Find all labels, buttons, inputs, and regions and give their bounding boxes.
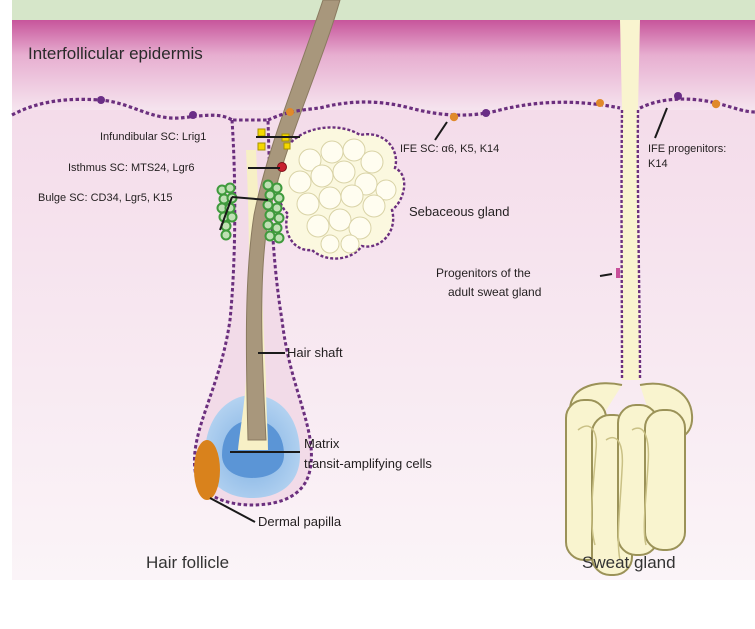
label-matrix-line1: Matrix: [304, 436, 339, 452]
label-sebaceous-gland: Sebaceous gland: [409, 204, 509, 220]
label-dermal-papilla: Dermal papilla: [258, 514, 341, 530]
label-bulge-sc: Bulge SC: CD34, Lgr5, K15: [38, 192, 173, 205]
label-hair-follicle: Hair follicle: [146, 553, 229, 573]
label-hair-shaft: Hair shaft: [287, 345, 343, 361]
label-matrix-line2: transit-amplifying cells: [304, 456, 432, 472]
label-sweat-progenitors-line1: Progenitors of the: [436, 267, 531, 280]
label-ife-sc: IFE SC: α6, K5, K14: [400, 143, 499, 156]
dermal-papilla: [194, 440, 220, 500]
label-isthmus-sc: Isthmus SC: MTS24, Lgr6: [68, 162, 195, 175]
label-ife-progenitors-line2: K14: [648, 158, 668, 171]
label-ife-progenitors-line1: IFE progenitors:: [648, 143, 726, 156]
bottom-fade: [12, 580, 755, 629]
sebaceous-gland: [277, 127, 404, 258]
label-interfollicular-epidermis: Interfollicular epidermis: [28, 44, 203, 64]
label-sweat-progenitors-line2: adult sweat gland: [448, 286, 541, 299]
label-infundibular-sc: Infundibular SC: Lrig1: [100, 131, 206, 144]
label-sweat-gland: Sweat gland: [582, 553, 676, 573]
